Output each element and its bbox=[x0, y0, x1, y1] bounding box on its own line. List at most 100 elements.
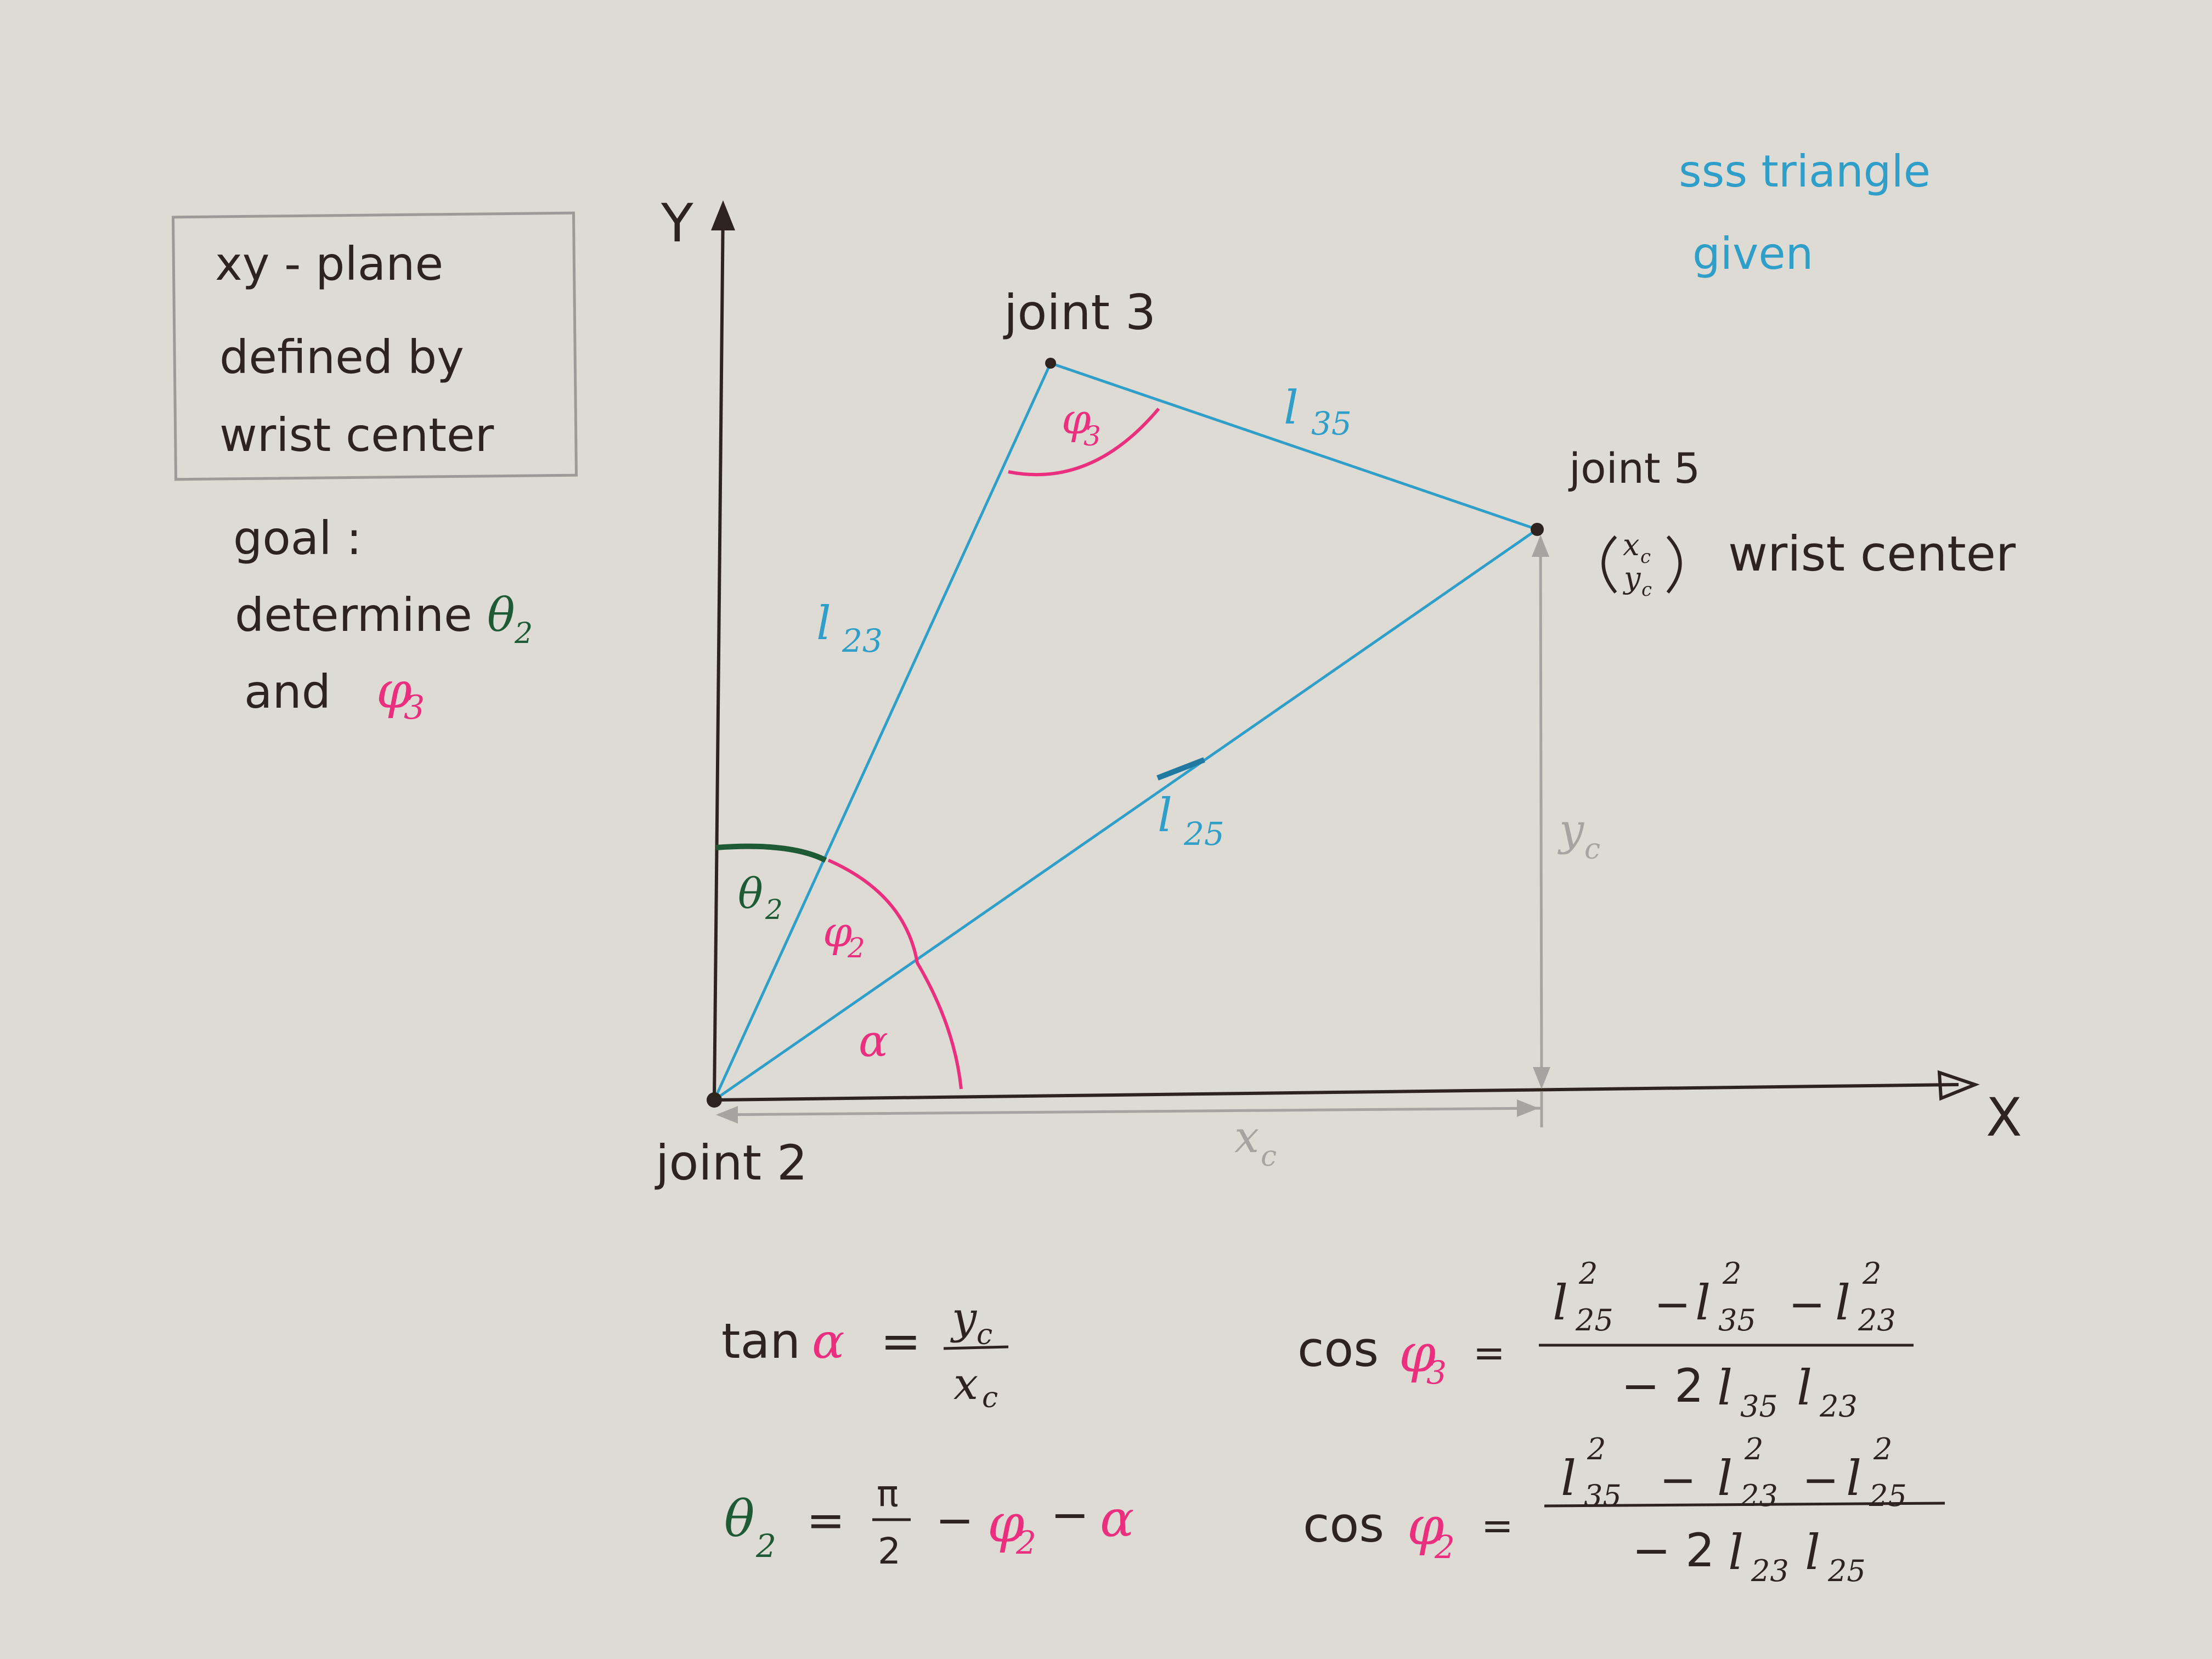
sss-note: sss triangle given bbox=[1679, 146, 1931, 279]
eq-cos2-m1: − bbox=[1660, 1454, 1696, 1505]
joint5-label: joint 5 bbox=[1568, 444, 1700, 493]
goal-theta2: θ bbox=[487, 588, 515, 642]
eq-cos3-n2: l bbox=[1695, 1274, 1711, 1331]
equation-theta2: θ 2 = π 2 − φ 2 − α bbox=[724, 1472, 1134, 1572]
wrist-vector-bottom-sub: c bbox=[1641, 579, 1652, 601]
link-l23 bbox=[713, 362, 1052, 1101]
eq-cos2-den-coef: − 2 bbox=[1632, 1523, 1715, 1577]
eq-cos3-phi-sub: 3 bbox=[1426, 1354, 1447, 1391]
eq-cos2-d1-sub: 23 bbox=[1751, 1554, 1789, 1588]
joint3-dot bbox=[1045, 358, 1056, 369]
joint5-dot bbox=[1531, 523, 1544, 536]
y-axis-arrow bbox=[711, 200, 735, 230]
l25-label: l bbox=[1158, 788, 1172, 842]
eq-cos3-d2-sub: 23 bbox=[1819, 1389, 1858, 1424]
eq-cos2-cos: cos bbox=[1303, 1497, 1384, 1553]
eq-cos2-n3-sup: 2 bbox=[1873, 1432, 1892, 1466]
eq-theta-phi-sub: 2 bbox=[1015, 1524, 1036, 1561]
phi3-label: φ bbox=[1062, 394, 1091, 443]
theta2-label: θ bbox=[738, 869, 763, 918]
eq-cos3-n2-sup: 2 bbox=[1722, 1256, 1741, 1291]
eq-cos3-d1: l bbox=[1717, 1359, 1733, 1416]
phi2-label-sub: 2 bbox=[847, 932, 865, 964]
l23-label-sub: 23 bbox=[842, 622, 883, 659]
note-box-line1: xy - plane bbox=[215, 237, 443, 291]
eq-theta-minus1: − bbox=[935, 1493, 974, 1547]
eq-cos3-den-coef: − 2 bbox=[1621, 1359, 1704, 1413]
theta2-arc bbox=[715, 843, 827, 863]
goal-line1: determine bbox=[235, 588, 472, 642]
eq-cos2-d2-sub: 25 bbox=[1827, 1554, 1866, 1588]
eq-cos2-n3-sub: 25 bbox=[1869, 1479, 1907, 1513]
angle-arcs: φ 3 θ 2 φ 2 α bbox=[715, 394, 1160, 1090]
eq-cos3-m1: − bbox=[1654, 1279, 1691, 1330]
note-box-line3: wrist center bbox=[219, 408, 494, 462]
eq-cos2-n1: l bbox=[1561, 1450, 1576, 1506]
triangle: l 35 l 23 l 25 bbox=[713, 362, 1538, 1102]
link-l25 bbox=[713, 528, 1538, 1102]
wrist-vector-top-sub: c bbox=[1640, 546, 1651, 568]
eq-theta-eq: = bbox=[806, 1493, 845, 1547]
eq-cos2-n2: l bbox=[1717, 1450, 1733, 1506]
eq-theta-theta-sub: 2 bbox=[755, 1527, 776, 1565]
eq-theta-pi: π bbox=[877, 1472, 899, 1515]
yc-label: y bbox=[1558, 804, 1585, 855]
eq-cos2-d2: l bbox=[1805, 1524, 1820, 1581]
wrist-vector-paren-left bbox=[1601, 535, 1617, 594]
yc-dimension-line bbox=[1539, 540, 1543, 1084]
note-box-border bbox=[171, 211, 578, 481]
eq-cos2-d1: l bbox=[1728, 1524, 1743, 1581]
eq-cos3-n1-sub: 25 bbox=[1575, 1303, 1613, 1338]
phi2-label: φ bbox=[823, 907, 852, 956]
eq-cos3-n3-sup: 2 bbox=[1862, 1256, 1881, 1291]
yc-arrow-bottom bbox=[1533, 1067, 1550, 1089]
eq-theta-minus2: − bbox=[1051, 1488, 1089, 1542]
eq-cos3-d2: l bbox=[1797, 1359, 1812, 1416]
eq-cos2-fraction-bar bbox=[1544, 1502, 1945, 1508]
eq-tan-eq: = bbox=[881, 1313, 921, 1369]
l35-label-sub: 35 bbox=[1311, 405, 1352, 442]
xc-label-sub: c bbox=[1261, 1140, 1277, 1173]
eq-tan-den-sub: c bbox=[982, 1381, 998, 1414]
joints: joint 2 joint 3 joint 5 bbox=[654, 284, 1700, 1191]
eq-cos2-phi-sub: 2 bbox=[1434, 1528, 1455, 1566]
x-axis-arrow bbox=[1937, 1070, 1980, 1101]
x-axis-label: X bbox=[1986, 1087, 2022, 1148]
sss-line2: given bbox=[1692, 228, 1813, 279]
y-axis-label: Y bbox=[661, 193, 693, 254]
wrist-vector-top: x bbox=[1623, 528, 1639, 562]
eq-cos2-n1-sub: 35 bbox=[1584, 1479, 1622, 1513]
wrist-center-vector: x c y c wrist center bbox=[1601, 526, 2016, 601]
eq-theta-theta: θ bbox=[724, 1489, 754, 1548]
eq-cos3-n3: l bbox=[1835, 1274, 1850, 1331]
eq-cos2-n1-sup: 2 bbox=[1587, 1432, 1606, 1466]
eq-cos3-d1-sub: 35 bbox=[1740, 1389, 1778, 1424]
alpha-label: α bbox=[859, 1015, 888, 1066]
y-axis-line bbox=[713, 207, 725, 1101]
eq-theta-two: 2 bbox=[878, 1530, 901, 1572]
eq-cos3-n2-sub: 35 bbox=[1718, 1303, 1756, 1338]
eq-cos3-cos: cos bbox=[1297, 1321, 1379, 1378]
x-axis-line bbox=[714, 1083, 1959, 1102]
goal-phi3: φ bbox=[376, 661, 412, 720]
eq-cos3-phi: φ bbox=[1399, 1323, 1436, 1384]
yc-arrow-top bbox=[1532, 535, 1549, 557]
eq-cos2-n2-sub: 23 bbox=[1740, 1479, 1778, 1513]
eq-tan-den: x bbox=[953, 1358, 978, 1409]
l25-label-sub: 25 bbox=[1183, 815, 1224, 853]
goal-theta2-sub: 2 bbox=[514, 617, 533, 650]
link-l25-mark bbox=[1156, 757, 1205, 781]
wrist-vector-paren-right bbox=[1666, 535, 1682, 594]
equation-tan-alpha: tan α = y c x c bbox=[721, 1293, 1009, 1414]
joint3-label: joint 3 bbox=[1003, 284, 1156, 341]
link-l35 bbox=[1050, 362, 1538, 531]
eq-cos2-m2: − bbox=[1802, 1454, 1839, 1505]
l23-label: l bbox=[816, 596, 831, 650]
eq-cos3-eq: = bbox=[1473, 1330, 1505, 1375]
joint2-dot bbox=[707, 1092, 722, 1108]
eq-cos2-eq: = bbox=[1481, 1503, 1514, 1548]
xc-arrow-right bbox=[1517, 1099, 1539, 1117]
goal-phi3-sub: 3 bbox=[404, 689, 425, 727]
eq-tan-alpha: α bbox=[812, 1313, 844, 1369]
